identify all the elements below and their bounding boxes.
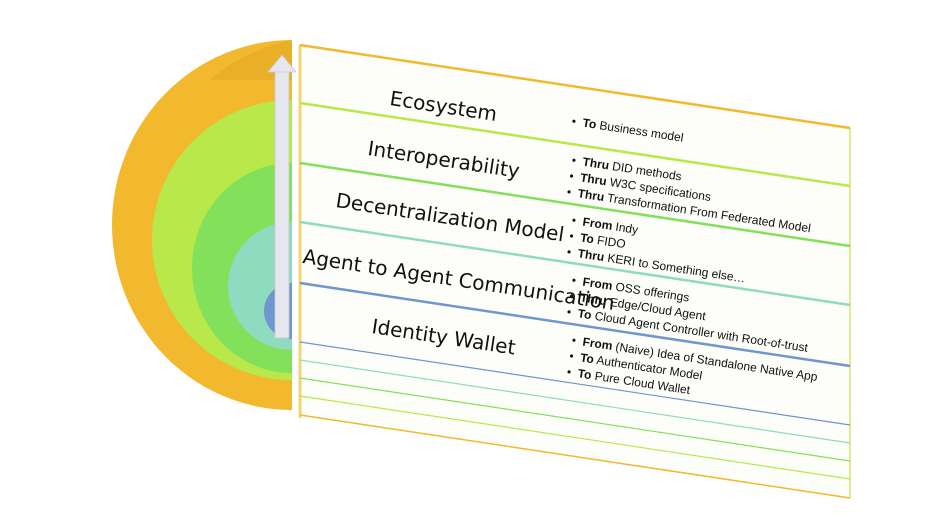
interoperability-band-top xyxy=(299,101,851,188)
wallet-band-bottom xyxy=(299,341,851,426)
decentralization-band-top xyxy=(299,161,851,248)
agent-band-bottom xyxy=(299,359,851,444)
ecosystem-band-bottom xyxy=(299,414,851,499)
ecosystem-band-top xyxy=(299,43,851,130)
decentralization-band-bottom xyxy=(299,377,851,462)
arrow-head xyxy=(267,54,297,73)
interoperability-band-bottom xyxy=(299,395,851,480)
wallet-band-top xyxy=(299,281,851,368)
arrow-shaft xyxy=(274,69,290,339)
agent-band-top xyxy=(299,220,851,307)
